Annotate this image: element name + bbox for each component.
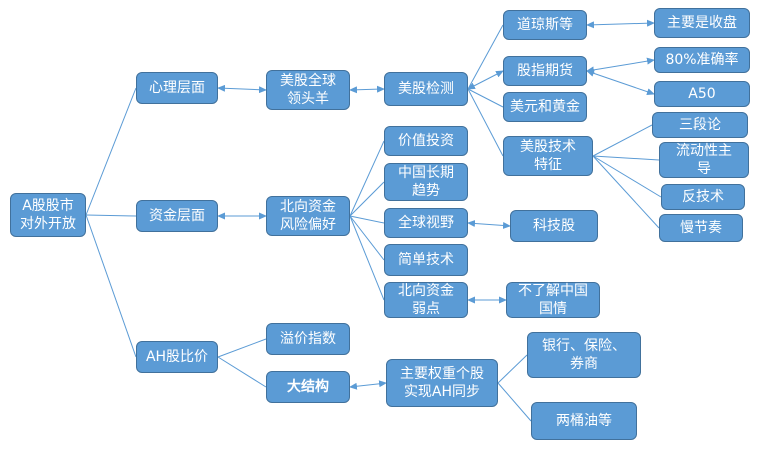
edge-ah_price-big_structure bbox=[217, 356, 267, 388]
node-ah-sync: 主要权重个股 实现AH同步 bbox=[386, 359, 498, 407]
edge-root-ah_price bbox=[85, 214, 137, 358]
edge-us_tech_feature-liquidity bbox=[592, 155, 660, 161]
edge-us_leader-us_monitor bbox=[349, 85, 385, 94]
edge-index_futures-a50 bbox=[586, 69, 655, 96]
node-closing: 主要是收盘 bbox=[654, 8, 750, 38]
edge-us_monitor-us_tech_feature bbox=[467, 88, 504, 157]
node-north-weak: 北向资金 弱点 bbox=[384, 282, 468, 318]
edge-us_tech_feature-three_stage bbox=[592, 124, 653, 157]
node-liquidity: 流动性主 导 bbox=[659, 142, 749, 178]
node-root: A股股市 对外开放 bbox=[10, 193, 86, 237]
edge-psych-us_leader bbox=[217, 84, 267, 94]
edge-global_view-tech_stocks bbox=[467, 220, 511, 229]
node-accuracy: 80%准确率 bbox=[654, 47, 750, 73]
node-index-futures: 股指期货 bbox=[503, 56, 587, 86]
edge-big_structure-ah_sync bbox=[349, 380, 387, 390]
node-global-view: 全球视野 bbox=[384, 208, 468, 238]
edge-ah_sync-oil bbox=[497, 382, 532, 422]
node-usd-gold: 美元和黄金 bbox=[503, 92, 587, 122]
node-slow-rhythm: 慢节奏 bbox=[659, 214, 743, 242]
node-big-structure: 大结构 bbox=[266, 371, 350, 403]
edge-ah_price-premium_idx bbox=[217, 338, 267, 358]
node-not-know-china: 不了解中国 国情 bbox=[506, 282, 600, 318]
edge-north_pref-global_view bbox=[349, 215, 385, 224]
edge-us_monitor-index_futures bbox=[467, 70, 504, 90]
node-banks: 银行、保险、 券商 bbox=[527, 332, 641, 378]
node-a50: A50 bbox=[654, 81, 750, 107]
node-us-monitor: 美股检测 bbox=[384, 72, 468, 106]
node-dow: 道琼斯等 bbox=[503, 10, 587, 40]
node-us-leader: 美股全球 领头羊 bbox=[266, 70, 350, 110]
node-china-long: 中国长期 趋势 bbox=[384, 163, 468, 201]
node-premium-index: 溢价指数 bbox=[266, 323, 350, 355]
node-north-pref: 北向资金 风险偏好 bbox=[266, 196, 350, 236]
edge-root-psych bbox=[85, 87, 137, 216]
node-three-stage: 三段论 bbox=[652, 112, 748, 138]
node-value-invest: 价值投资 bbox=[384, 126, 468, 156]
node-us-tech-feature: 美股技术 特征 bbox=[503, 136, 593, 176]
node-tech-stocks: 科技股 bbox=[510, 210, 598, 242]
edge-north_pref-simple_tech bbox=[349, 215, 385, 261]
edge-us_tech_feature-slow_rhythm bbox=[592, 155, 660, 229]
edge-us_monitor-dow bbox=[467, 24, 504, 90]
node-ah-price: AH股比价 bbox=[136, 341, 218, 373]
node-psych: 心理层面 bbox=[136, 72, 218, 104]
edge-us_tech_feature-anti_tech bbox=[592, 155, 662, 198]
edge-dow-closing bbox=[586, 19, 655, 29]
node-capital: 资金层面 bbox=[136, 200, 218, 232]
node-simple-tech: 简单技术 bbox=[384, 244, 468, 276]
node-oil: 两桶油等 bbox=[531, 402, 637, 440]
node-anti-tech: 反技术 bbox=[661, 184, 745, 210]
edge-north_pref-north_weak bbox=[349, 215, 385, 301]
edge-north_pref-value_invest bbox=[349, 140, 385, 217]
edge-ah_sync-banks bbox=[497, 354, 528, 384]
edge-north_pref-china_long bbox=[349, 181, 385, 217]
edge-index_futures-accuracy bbox=[586, 57, 655, 74]
edge-us_monitor-usd_gold bbox=[467, 88, 504, 108]
edge-root-capital bbox=[85, 214, 137, 217]
